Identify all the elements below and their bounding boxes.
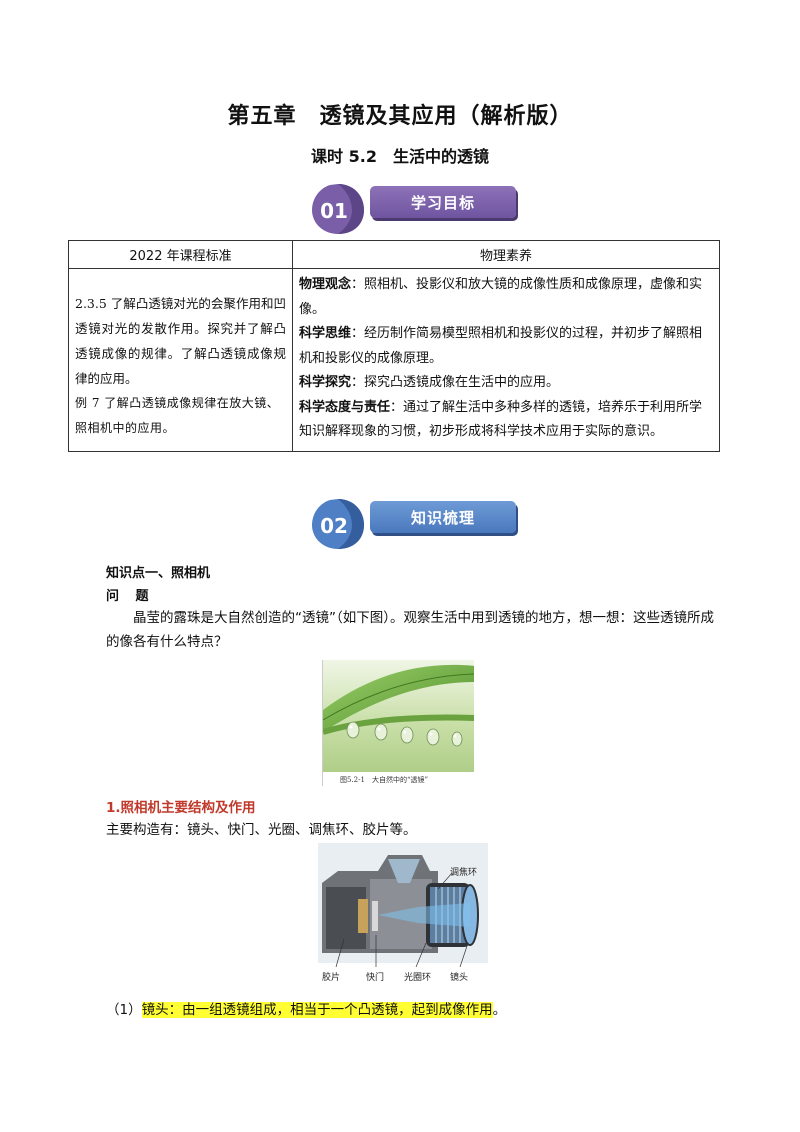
literacy-item: 科学态度与责任：通过了解生活中多种多样的透镜，培养乐于利用所学知识解释现象的习惯… — [299, 396, 713, 445]
question-heading: 问 题 — [106, 589, 155, 604]
literacy-item: 物理观念：照相机、投影仪和放大镜的成像性质和成像原理，虚像和实像。 — [299, 273, 713, 322]
camera-cutaway-figure: 调焦环 胶片 快门 光圈环 镜头 — [318, 843, 488, 985]
standards-table: 2022 年课程标准 物理素养 2.3.5 了解凸透镜对光的会聚作用和凹透镜对光… — [68, 240, 720, 452]
dewdrop-illustration — [323, 660, 474, 786]
section-number: 02 — [320, 514, 348, 538]
standard-text: 2.3.5 了解凸透镜对光的会聚作用和凹透镜对光的发散作用。探究并了解凸透镜成像… — [75, 296, 286, 386]
camera-structure-paragraph: 主要构造有：镜头、快门、光圈、调焦环、胶片等。 — [106, 822, 417, 838]
table-row: 2.3.5 了解凸透镜对光的会聚作用和凹透镜对光的发散作用。探究并了解凸透镜成像… — [68, 268, 720, 452]
literacy-term: 科学探究 — [299, 375, 352, 390]
literacy-term: 物理观念 — [299, 277, 352, 292]
section-banner-knowledge: 02 知识梳理 — [308, 495, 520, 551]
standard-example: 例 7 了解凸透镜成像规律在放大镜、照相机中的应用。 — [75, 396, 280, 435]
label-lens: 镜头 — [450, 973, 469, 983]
label-aperture: 光圈环 — [404, 973, 432, 983]
lens-highlight: 镜头：由一组透镜组成，相当于一个凸透镜，起到成像作用 — [141, 1002, 493, 1018]
figure-caption: 图5.2-1 大自然中的“透镜” — [340, 776, 429, 784]
table-header-row: 2022 年课程标准 物理素养 — [68, 240, 720, 269]
lens-description: （1）镜头：由一组透镜组成，相当于一个凸透镜，起到成像作用。 — [106, 998, 506, 1018]
literacy-text: ：探究凸透镜成像在生活中的应用。 — [351, 375, 560, 390]
literacy-text: ：通过了解生活中多种多样的透镜，培养乐于利用所学知识解释现象的习惯，初步形成将科… — [299, 399, 703, 440]
literacy-item: 科学思维：经历制作简易模型照相机和投影仪的过程，并初步了解照相机和投影仪的成像原… — [299, 322, 713, 371]
literacy-text: ：照相机、投影仪和放大镜的成像性质和成像原理，虚像和实像。 — [299, 277, 703, 317]
dewdrop-photo — [322, 660, 474, 786]
literacy-item: 科学探究：探究凸透镜成像在生活中的应用。 — [299, 371, 713, 396]
section-number: 01 — [320, 199, 348, 223]
literacy-cell: 物理观念：照相机、投影仪和放大镜的成像性质和成像原理，虚像和实像。 科学思维：经… — [292, 268, 720, 452]
knowledge-point-heading: 知识点一、照相机 — [106, 566, 211, 581]
section-label: 知识梳理 — [370, 501, 516, 533]
table-header-standard: 2022 年课程标准 — [68, 240, 293, 269]
table-header-literacy: 物理素养 — [292, 240, 720, 269]
standard-cell: 2.3.5 了解凸透镜对光的会聚作用和凹透镜对光的发散作用。探究并了解凸透镜成像… — [68, 268, 293, 452]
item-end: 。 — [492, 1002, 507, 1018]
literacy-term: 科学态度与责任 — [299, 399, 391, 415]
item-number: （1） — [106, 1002, 142, 1018]
camera-structure-heading: 1.照相机主要结构及作用 — [106, 800, 256, 816]
section-banner-objectives: 01 学习目标 — [308, 180, 520, 236]
camera-illustration — [318, 843, 488, 968]
section-label: 学习目标 — [370, 186, 516, 218]
page-title: 第五章 透镜及其应用（解析版） — [227, 104, 573, 129]
section-number-badge: 02 — [312, 499, 364, 549]
question-paragraph: 晶莹的露珠是大自然创造的“透镜”（如下图）。观察生活中用到透镜的地方，想一想：这… — [106, 610, 714, 650]
page-subtitle: 课时 5.2 生活中的透镜 — [311, 147, 489, 166]
label-focus-ring: 调焦环 — [450, 868, 478, 878]
literacy-term: 科学思维 — [299, 326, 352, 341]
section-number-badge: 01 — [312, 184, 364, 234]
literacy-text: ：经历制作简易模型照相机和投影仪的过程，并初步了解照相机和投影仪的成像原理。 — [299, 326, 703, 366]
label-shutter: 快门 — [366, 973, 385, 983]
label-film: 胶片 — [322, 973, 341, 983]
